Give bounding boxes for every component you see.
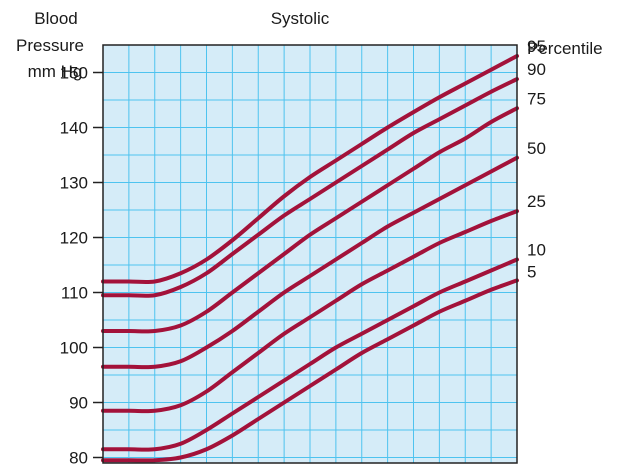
y-tick-label: 150 (60, 64, 88, 83)
y-tick-label: 120 (60, 229, 88, 248)
percentile-label-75: 75 (527, 89, 546, 108)
y-tick-label: 90 (69, 394, 88, 413)
percentile-labels: 95 90 75 50 25 10 5 (527, 37, 546, 282)
percentile-curve-95 (101, 54, 519, 285)
percentile-label-5: 5 (527, 263, 536, 282)
y-axis-label-line-2: Pressure (16, 36, 84, 55)
percentile-label-10: 10 (527, 241, 546, 260)
y-axis-label-line-1: Blood (34, 9, 77, 28)
y-tick-label: 140 (60, 119, 88, 138)
percentile-curve-75 (101, 106, 519, 334)
percentile-label-25: 25 (527, 192, 546, 211)
y-tick-label: 100 (60, 339, 88, 358)
y-tick-label: 80 (69, 449, 88, 468)
percentile-label-95: 95 (527, 37, 546, 56)
percentile-label-50: 50 (527, 139, 546, 158)
y-tick-label: 110 (61, 284, 88, 303)
y-axis-ticks: 80 90 100 110 120 130 140 150 (60, 64, 103, 468)
percentile-curves (101, 54, 519, 463)
plot-frame (102, 44, 518, 464)
percentile-curve-10 (101, 257, 519, 452)
percentile-curve-50 (101, 155, 519, 370)
percentile-curve-5 (101, 278, 519, 463)
percentile-curve-25 (101, 209, 519, 414)
y-axis-label-line-3: mm Hg (28, 62, 83, 81)
chart-title: Systolic (271, 9, 330, 28)
percentile-header: Percentile (527, 39, 603, 58)
percentile-curve-90 (101, 77, 519, 298)
grid-lines (103, 45, 517, 463)
percentile-label-90: 90 (527, 60, 546, 79)
y-tick-label: 130 (60, 174, 88, 193)
